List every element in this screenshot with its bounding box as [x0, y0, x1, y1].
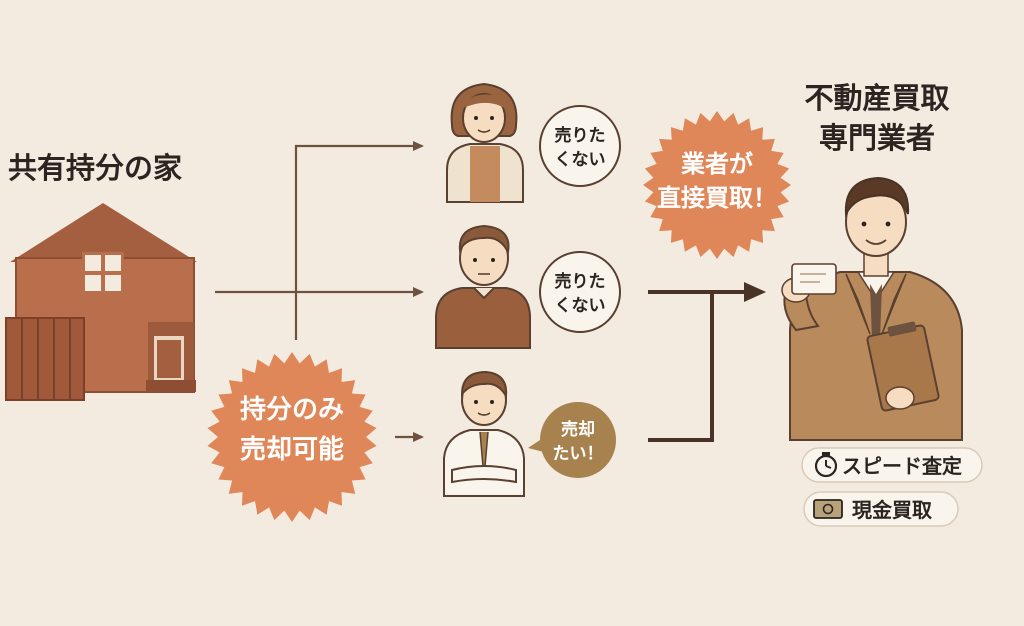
house-illustration	[5, 203, 197, 401]
tag-speed-appraisal-label: スピード査定	[842, 454, 962, 478]
owner-2-bubble-line1: 売りた	[555, 271, 606, 292]
tag-cash-purchase-label: 現金買取	[852, 498, 932, 522]
owner-1-bubble-line1: 売りた	[555, 125, 606, 146]
flow-connectors	[215, 141, 424, 442]
buyer-title-line2: 専門業者	[819, 121, 935, 155]
owner-2-bubble: 売りた くない	[539, 251, 621, 333]
sale-connector	[648, 282, 766, 442]
owner-3-bubble: 売却 たい！	[528, 402, 616, 478]
share-only-line2: 売却可能	[240, 434, 344, 465]
business-card	[791, 263, 837, 295]
owner-1-illustration	[446, 82, 524, 203]
house-title: 共有持分の家	[8, 151, 182, 185]
owner-3-illustration	[443, 370, 525, 497]
owner-1-bubble: 売りた くない	[539, 105, 621, 187]
arrow-to-owner-1	[294, 141, 424, 340]
house-window	[82, 252, 124, 294]
stopwatch-icon	[814, 452, 838, 478]
owner-3-bubble-line1: 売却	[561, 419, 595, 440]
tag-cash-purchase: 現金買取	[803, 491, 959, 527]
buyer-illustration	[781, 176, 963, 441]
share-only-burst: 持分のみ 売却可能	[207, 352, 377, 522]
share-only-line1: 持分のみ	[240, 395, 344, 425]
direct-buy-burst: 業者が 直接買取！	[643, 111, 791, 259]
house-door	[146, 322, 196, 392]
owner-1-bubble-line2: くない	[555, 150, 606, 170]
direct-buy-line1: 業者が	[681, 150, 753, 178]
owner-3-bubble-line2: たい！	[553, 444, 604, 464]
banknote-icon	[813, 499, 843, 519]
direct-buy-line2: 直接買取！	[657, 184, 777, 212]
buyer-title-line1: 不動産買取	[804, 81, 949, 115]
owner-2-bubble-line2: くない	[555, 296, 606, 316]
tag-speed-appraisal: スピード査定	[801, 447, 983, 483]
house-fence	[5, 317, 85, 401]
owner-2-illustration	[435, 224, 531, 349]
